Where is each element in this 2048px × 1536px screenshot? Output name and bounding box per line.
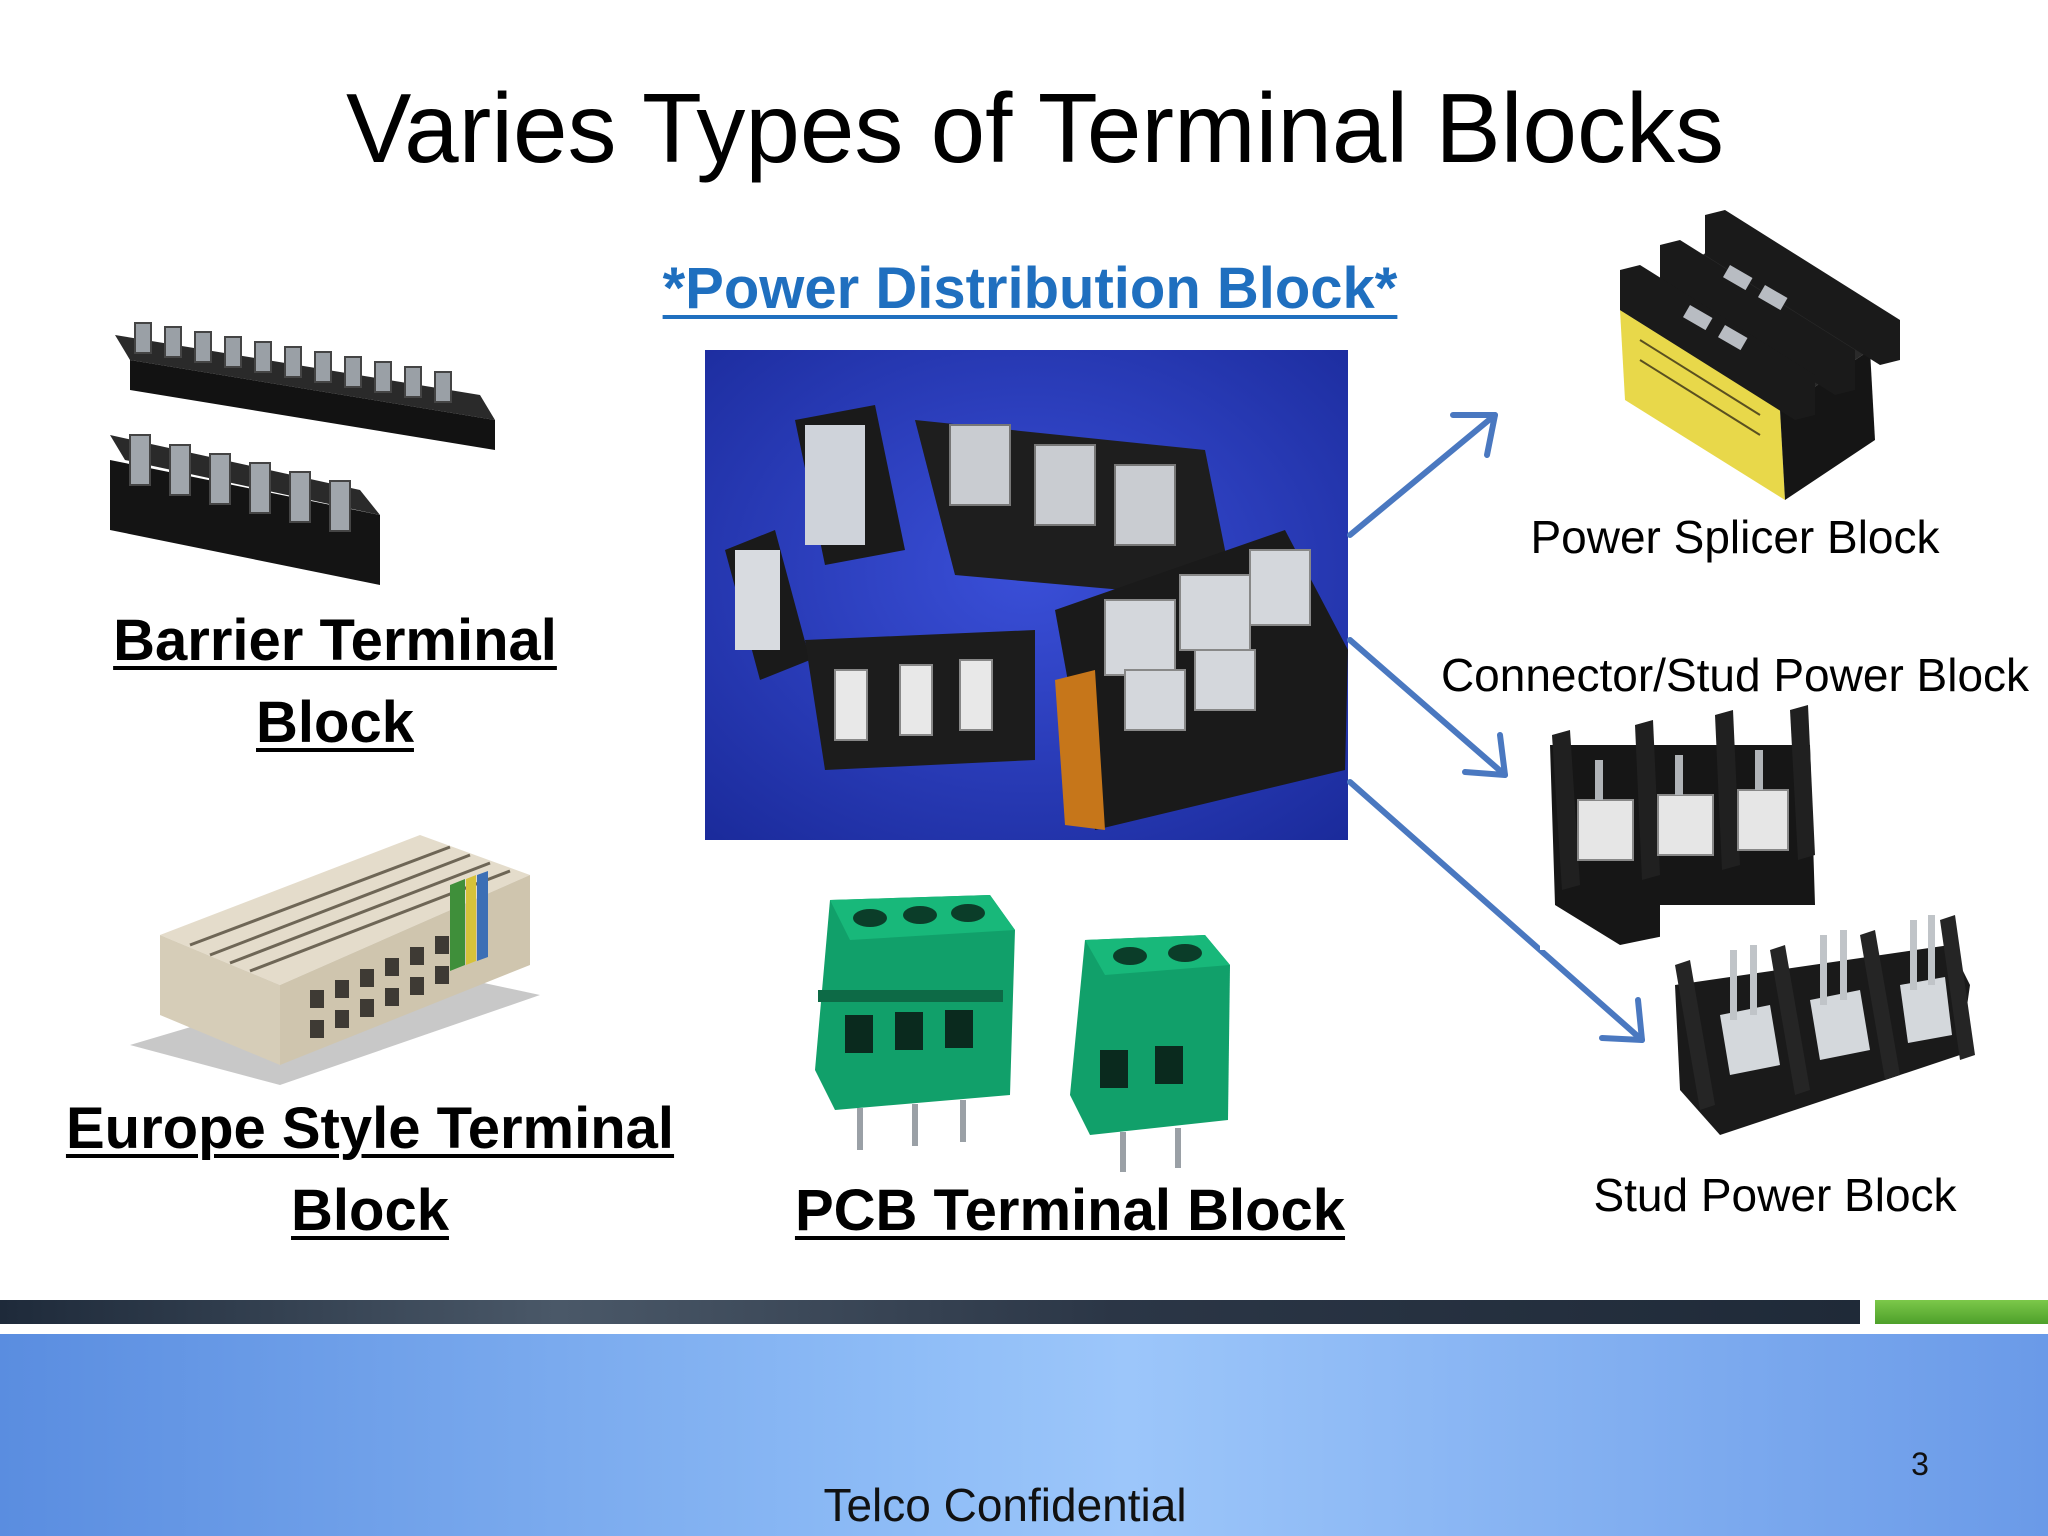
europe-style-terminal-block-image (120, 815, 540, 1090)
power-splicer-block-image (1600, 210, 1920, 510)
stud-power-block-image (1660, 905, 1980, 1145)
connector-stud-power-block-label: Connector/Stud Power Block (1440, 649, 2030, 701)
power-distribution-block-image (705, 350, 1348, 840)
pcb-terminal-block-image (800, 880, 1250, 1180)
arrows (1347, 412, 1645, 1043)
barrier-terminal-block-image (100, 285, 500, 595)
slide-title: Varies Types of Terminal Blocks (345, 73, 1725, 183)
arrow-to-power-splicer (1347, 412, 1498, 538)
footer-divider (0, 1300, 1860, 1324)
page-number: 3 (1911, 1446, 1929, 1482)
europe-label-line2: Block (291, 1178, 449, 1243)
europe-label-line1: Europe Style Terminal (65, 1096, 675, 1161)
pcb-terminal-block-label: PCB Terminal Block (794, 1178, 1346, 1243)
power-splicer-block-label: Power Splicer Block (1530, 511, 1940, 563)
arrow-to-connector-stud (1347, 637, 1508, 778)
barrier-terminal-block-label: Barrier Terminal Block (60, 600, 610, 764)
footer-confidential-text: Telco Confidential (823, 1479, 1187, 1531)
europe-style-terminal-block-label: Europe Style Terminal Block (40, 1088, 700, 1252)
power-distribution-block-label: *Power Distribution Block* (662, 256, 1398, 321)
footer-accent (1875, 1300, 2048, 1324)
arrow-to-stud-power (1347, 779, 1645, 1043)
barrier-label-line1: Barrier Terminal (113, 608, 557, 673)
stud-power-block-label: Stud Power Block (1593, 1169, 1957, 1221)
footer-background (0, 1334, 2048, 1536)
barrier-label-line2: Block (256, 690, 414, 755)
